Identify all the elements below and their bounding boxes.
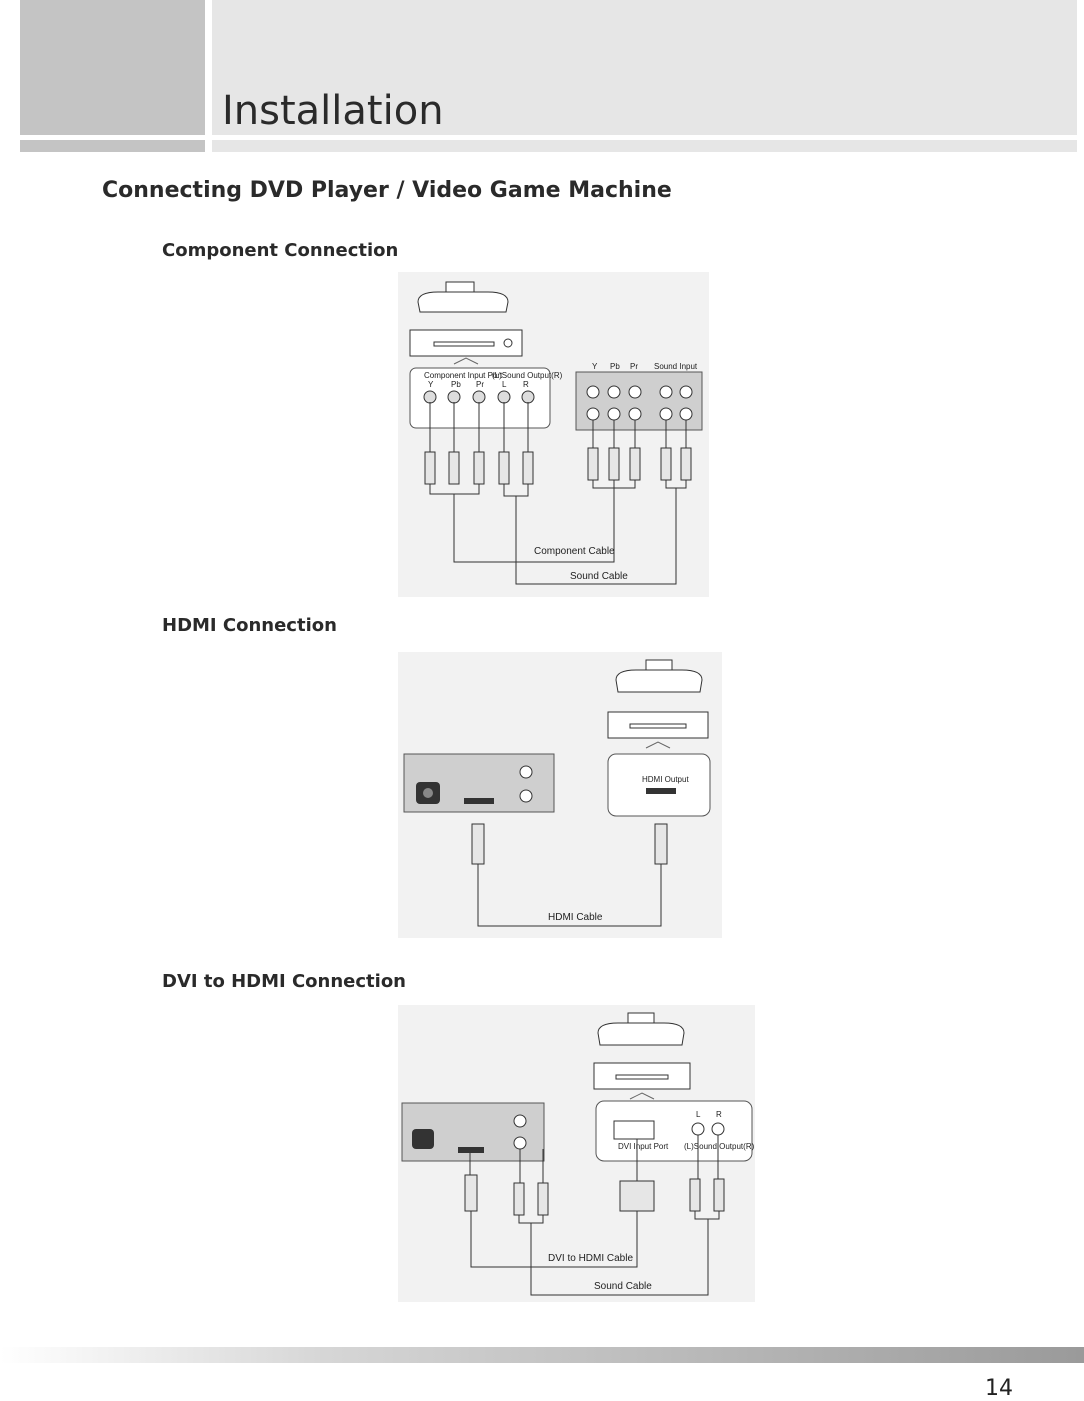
hdmi-port [646,788,676,794]
hdmi-plug [654,823,668,865]
hdmi-port [464,798,494,804]
hdmi-output-panel [607,753,711,817]
hdmi-port [458,1147,484,1153]
hdmi-cable-label: HDMI Cable [548,912,603,923]
page-number: 14 [985,1376,1013,1401]
power-jack [412,1129,434,1149]
component-heading: Component Connection [162,240,399,261]
port-label-pb: Pb [451,380,461,389]
panel-label-pr: Pr [630,362,638,371]
sound-cable-label: Sound Cable [594,1281,652,1292]
game-console-icon [597,1012,685,1046]
rca-jack [423,390,437,404]
footer-bar [0,1347,1084,1363]
rca-jack [472,390,486,404]
rca-jack [497,390,511,404]
game-console-icon [417,281,509,313]
panel-label-y: Y [592,362,598,371]
hdmi-plug [464,1174,478,1212]
port-label-pr: Pr [476,380,484,389]
panel-label-sound: Sound Input [654,362,698,371]
dvi-diagram: DVI Input Port L R (L)Sound Output(R) DV… [398,1005,755,1302]
dvi-cable-label: DVI to HDMI Cable [548,1253,633,1264]
rca-jack [521,390,535,404]
page-title: Installation [222,88,444,134]
tv-input-panel [575,371,703,431]
hdmi-output-label: HDMI Output [642,775,689,784]
dvd-player-icon [593,1062,691,1100]
panel-label-pb: Pb [610,362,620,371]
component-cable-label: Component Cable [534,546,615,557]
port-label-r: R [716,1110,722,1119]
component-diagram: Component Input Port (L)Sound Output(R) … [398,272,709,597]
dvi-heading: DVI to HDMI Connection [162,971,406,992]
hdmi-diagram: HDMI Output HDMI Cable [398,652,722,938]
device-sound-label: (L)Sound Output(R) [492,371,563,380]
dvi-plug [619,1180,655,1212]
port-label-r: R [523,380,529,389]
port-label-l: L [696,1110,701,1119]
port-label-l: L [502,380,507,389]
dvi-port-label: DVI Input Port [618,1142,669,1151]
section-title: Connecting DVD Player / Video Game Machi… [102,178,672,203]
dvd-player-icon [607,711,709,749]
header-strip-left [20,140,205,152]
dvi-output-panel [595,1100,753,1162]
hdmi-heading: HDMI Connection [162,615,337,636]
dvd-player-icon [409,329,523,365]
port-label-y: Y [428,380,434,389]
sound-cable-label: Sound Cable [570,571,628,582]
dvi-sound-label: (L)Sound Output(R) [684,1142,755,1151]
game-console-icon [615,659,703,693]
dvi-port [613,1120,655,1140]
hdmi-plug [471,823,485,865]
header-block-right [212,0,1077,135]
device-port-label: Component Input Port [424,371,503,380]
header-strip-right [212,140,1077,152]
rca-jack [447,390,461,404]
header-block-left [20,0,205,135]
